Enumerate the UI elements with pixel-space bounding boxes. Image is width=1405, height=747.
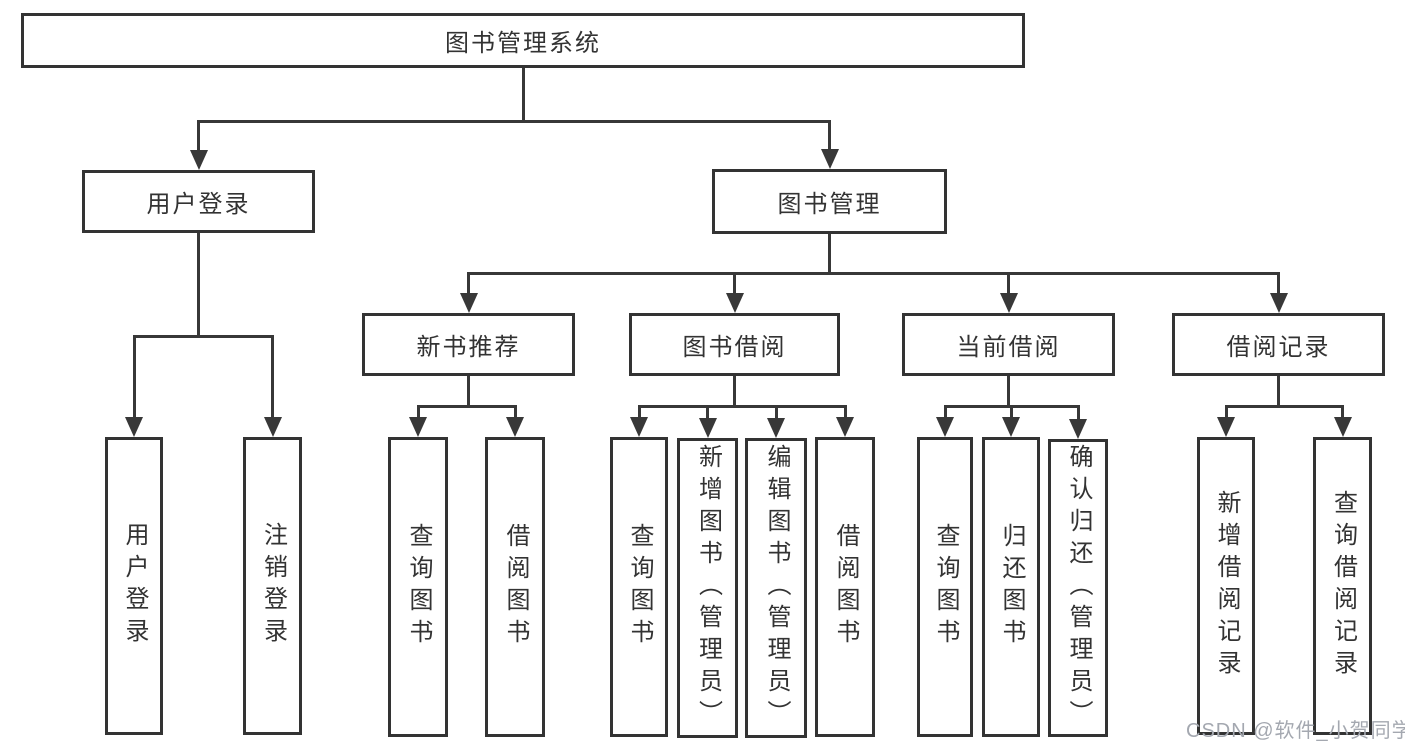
connector-bus-root: [197, 120, 831, 123]
connector-drop-user-login: [197, 120, 200, 152]
arrowhead-down-icon: [1069, 419, 1087, 439]
node-label-leaf-return-book: 归还图书: [998, 523, 1025, 651]
node-label-current-borrow: 当前借阅: [956, 334, 1061, 361]
node-leaf-user-login: 用户登录: [105, 437, 163, 735]
connector-drop-leaf-return-book: [1009, 405, 1013, 419]
arrowhead-down-icon: [767, 418, 785, 438]
node-leaf-edit-book: 编辑图书（管理员）: [745, 438, 807, 738]
node-leaf-query-book-2: 查询图书: [610, 437, 668, 737]
arrowhead-down-icon: [630, 417, 648, 437]
connector-drop-book-borrow: [733, 272, 736, 295]
arrowhead-down-icon: [820, 149, 839, 169]
arrowhead-down-icon: [698, 418, 717, 438]
node-user-login: 用户登录: [82, 170, 315, 233]
connector-drop-leaf-add-record: [1224, 405, 1228, 419]
connector-bus-user-login: [132, 335, 274, 338]
node-label-new-book-rec: 新书推荐: [416, 334, 521, 361]
arrowhead-down-icon: [836, 417, 854, 437]
node-current-borrow: 当前借阅: [902, 313, 1115, 376]
connector-drop-leaf-borrow-book-2: [843, 405, 847, 419]
connector-drop-new-book-rec: [467, 272, 470, 295]
arrowhead-down-icon: [1333, 417, 1352, 437]
node-book-borrow: 图书借阅: [629, 313, 840, 376]
node-label-leaf-query-book-1: 查询图书: [405, 523, 432, 651]
connector-drop-borrow-records: [1277, 272, 1280, 295]
node-leaf-add-book: 新增图书（管理员）: [677, 438, 738, 738]
node-label-leaf-add-book: 新增图书（管理员）: [694, 444, 722, 732]
node-label-leaf-logout: 注销登录: [259, 522, 287, 650]
connector-stem-book-borrow: [733, 376, 736, 408]
connector-drop-leaf-confirm-return: [1076, 405, 1080, 421]
node-borrow-records: 借阅记录: [1172, 313, 1385, 376]
arrowhead-down-icon: [189, 150, 208, 170]
connector-stem-book-mgmt: [828, 234, 831, 275]
arrowhead-down-icon: [506, 417, 524, 437]
connector-bus-borrow-records: [1224, 405, 1344, 408]
connector-stem-borrow-records: [1277, 376, 1280, 408]
node-label-root: 图书管理系统: [445, 30, 601, 57]
arrowhead-down-icon: [1002, 417, 1020, 437]
connector-bus-book-mgmt: [467, 272, 1280, 275]
arrowhead-down-icon: [999, 293, 1018, 313]
node-leaf-logout: 注销登录: [243, 437, 302, 735]
node-label-leaf-borrow-book-1: 借阅图书: [502, 523, 529, 651]
connector-stem-user-login: [197, 233, 200, 338]
connector-drop-leaf-query-record: [1341, 405, 1344, 419]
node-label-user-login: 用户登录: [146, 191, 251, 218]
connector-drop-leaf-logout: [271, 335, 274, 419]
node-leaf-add-record: 新增借阅记录: [1197, 437, 1255, 735]
watermark: CSDN @软件_小贺同学: [1186, 720, 1405, 742]
connector-drop-leaf-borrow-book-1: [513, 405, 517, 419]
node-leaf-query-book-1: 查询图书: [388, 437, 448, 737]
node-leaf-borrow-book-2: 借阅图书: [815, 437, 875, 737]
node-label-book-borrow: 图书借阅: [682, 334, 787, 361]
node-label-leaf-borrow-book-2: 借阅图书: [832, 523, 859, 651]
node-label-book-mgmt: 图书管理: [777, 191, 882, 218]
node-label-leaf-query-book-2: 查询图书: [626, 523, 653, 651]
node-label-leaf-query-book-3: 查询图书: [932, 523, 959, 651]
connector-drop-leaf-user-login: [132, 335, 136, 419]
arrowhead-down-icon: [936, 417, 954, 437]
connector-stem-root: [521, 68, 525, 123]
node-leaf-borrow-book-1: 借阅图书: [485, 437, 545, 737]
node-label-leaf-confirm-return: 确认归还（管理员）: [1065, 444, 1092, 732]
arrowhead-down-icon: [459, 293, 478, 313]
node-new-book-rec: 新书推荐: [362, 313, 575, 376]
connector-drop-leaf-query-book-2: [637, 405, 641, 419]
connector-bus-new-book-rec: [416, 405, 517, 408]
node-label-borrow-records: 借阅记录: [1226, 334, 1331, 361]
connector-stem-current-borrow: [1007, 376, 1010, 408]
connector-bus-book-borrow: [637, 405, 847, 408]
arrowhead-down-icon: [1217, 417, 1235, 437]
arrowhead-down-icon: [409, 417, 427, 437]
node-leaf-return-book: 归还图书: [982, 437, 1040, 737]
arrowhead-down-icon: [125, 417, 143, 437]
node-root: 图书管理系统: [21, 13, 1025, 68]
node-leaf-query-book-3: 查询图书: [917, 437, 973, 737]
node-label-leaf-add-record: 新增借阅记录: [1213, 490, 1240, 682]
connector-drop-leaf-add-book: [706, 405, 709, 420]
connector-stem-new-book-rec: [467, 376, 470, 408]
arrowhead-down-icon: [1269, 293, 1288, 313]
arrowhead-down-icon: [263, 417, 282, 437]
node-label-leaf-query-record: 查询借阅记录: [1329, 490, 1357, 682]
connector-drop-leaf-edit-book: [774, 405, 778, 420]
arrowhead-down-icon: [725, 293, 744, 313]
node-book-mgmt: 图书管理: [712, 169, 947, 234]
connector-drop-leaf-query-book-1: [416, 405, 420, 419]
node-leaf-confirm-return: 确认归还（管理员）: [1048, 439, 1108, 737]
node-leaf-query-record: 查询借阅记录: [1313, 437, 1372, 735]
connector-drop-leaf-query-book-3: [943, 405, 947, 419]
connector-drop-book-mgmt: [828, 120, 831, 151]
connector-drop-current-borrow: [1007, 272, 1010, 295]
node-label-leaf-edit-book: 编辑图书（管理员）: [763, 444, 790, 732]
node-label-leaf-user-login: 用户登录: [121, 522, 148, 650]
